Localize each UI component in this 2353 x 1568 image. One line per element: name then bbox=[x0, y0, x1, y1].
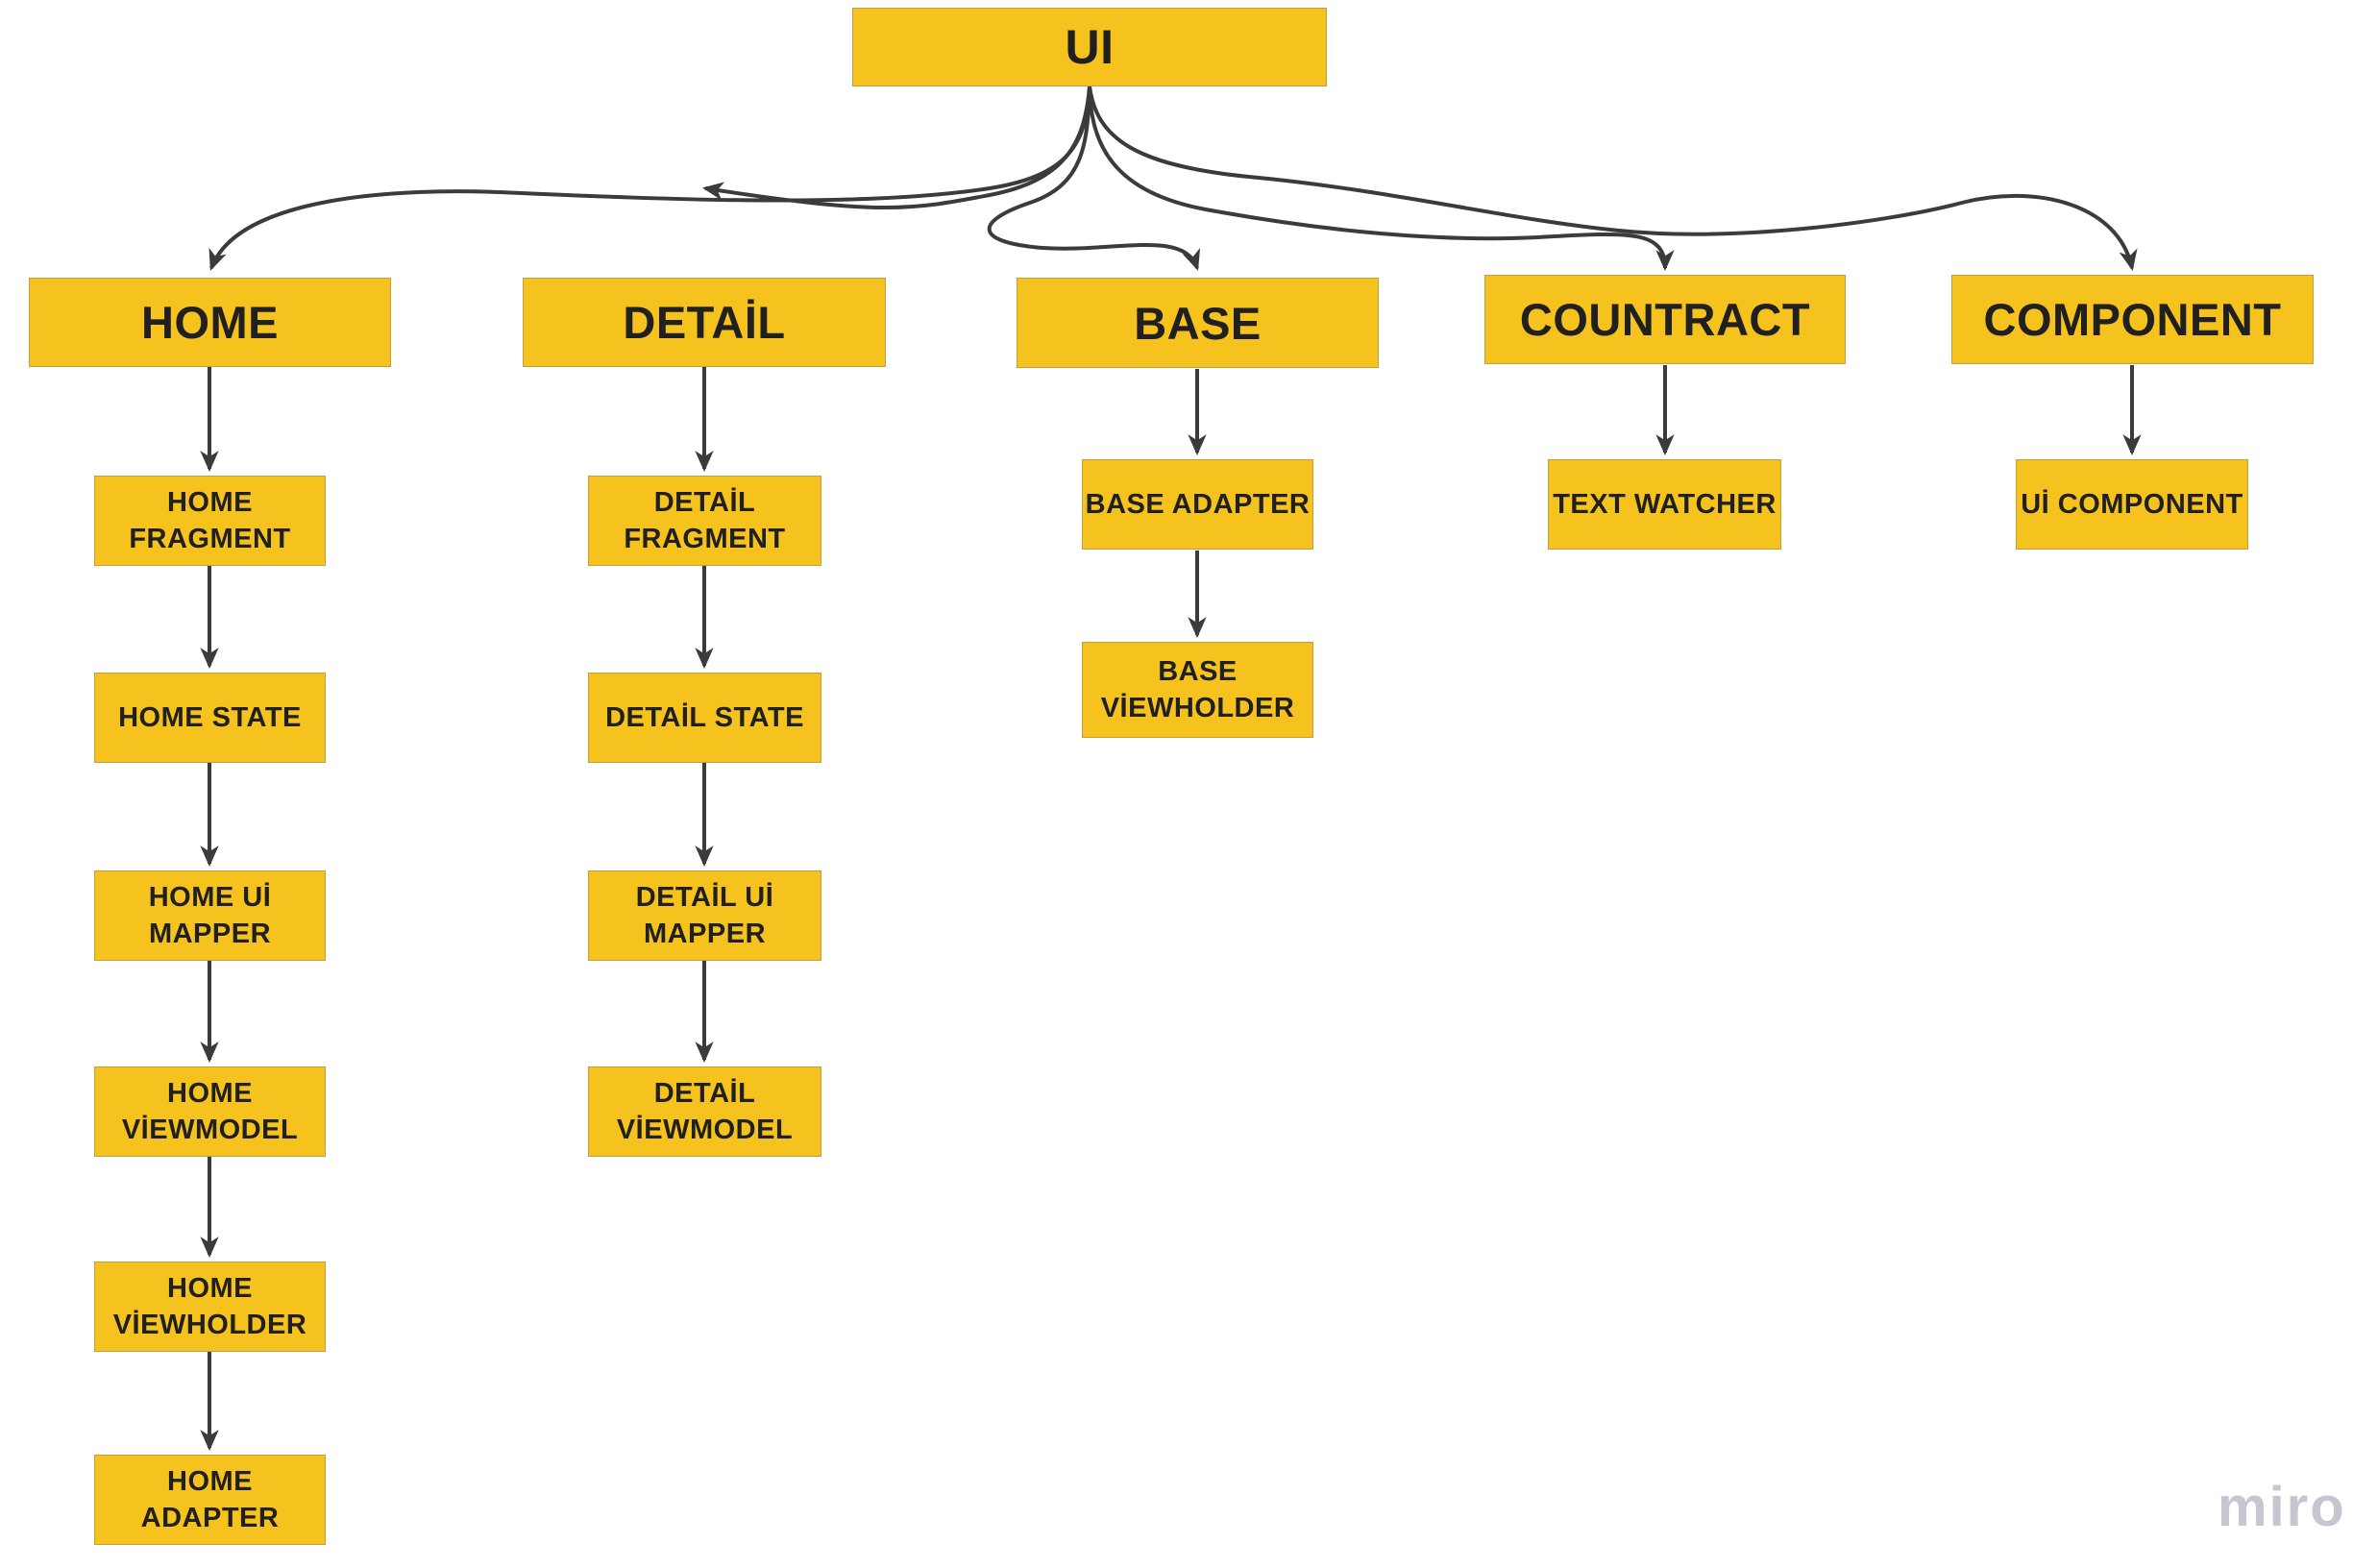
node-ui-root[interactable]: UI bbox=[852, 8, 1327, 86]
node-detail-viewmodel[interactable]: DETAİL VİEWMODEL bbox=[588, 1066, 821, 1157]
node-detail-header[interactable]: DETAİL bbox=[523, 278, 886, 367]
connector-ui-component[interactable] bbox=[1088, 86, 2138, 272]
node-base-adapter[interactable]: BASE ADAPTER bbox=[1082, 459, 1313, 550]
node-home-viewmodel[interactable]: HOME VİEWMODEL bbox=[94, 1066, 326, 1157]
node-home-state[interactable]: HOME STATE bbox=[94, 673, 326, 763]
node-base-viewholder[interactable]: BASE VİEWHOLDER bbox=[1082, 642, 1313, 738]
miro-watermark: miro bbox=[2218, 1476, 2346, 1538]
node-home-fragment[interactable]: HOME FRAGMENT bbox=[94, 476, 326, 566]
connector-ui-detail[interactable] bbox=[701, 86, 1091, 209]
node-base-header[interactable]: BASE bbox=[1017, 278, 1379, 368]
node-home-adapter[interactable]: HOME ADAPTER bbox=[94, 1455, 326, 1545]
node-countract-header[interactable]: COUNTRACT bbox=[1484, 275, 1846, 364]
node-component-header[interactable]: COMPONENT bbox=[1951, 275, 2314, 364]
node-detail-ui-mapper[interactable]: DETAİL Uİ MAPPER bbox=[588, 870, 821, 961]
node-home-ui-mapper[interactable]: HOME Uİ MAPPER bbox=[94, 870, 326, 961]
connector-ui-countract[interactable] bbox=[1088, 86, 1675, 272]
node-text-watcher[interactable]: TEXT WATCHER bbox=[1548, 459, 1781, 550]
connector-ui-base[interactable] bbox=[987, 86, 1201, 271]
node-ui-component[interactable]: Uİ COMPONENT bbox=[2016, 459, 2248, 550]
connector-ui-home[interactable] bbox=[208, 86, 1091, 271]
node-detail-fragment[interactable]: DETAİL FRAGMENT bbox=[588, 476, 821, 566]
node-detail-state[interactable]: DETAİL STATE bbox=[588, 673, 821, 763]
node-home-header[interactable]: HOME bbox=[29, 278, 391, 367]
node-home-viewholder[interactable]: HOME VİEWHOLDER bbox=[94, 1262, 326, 1352]
